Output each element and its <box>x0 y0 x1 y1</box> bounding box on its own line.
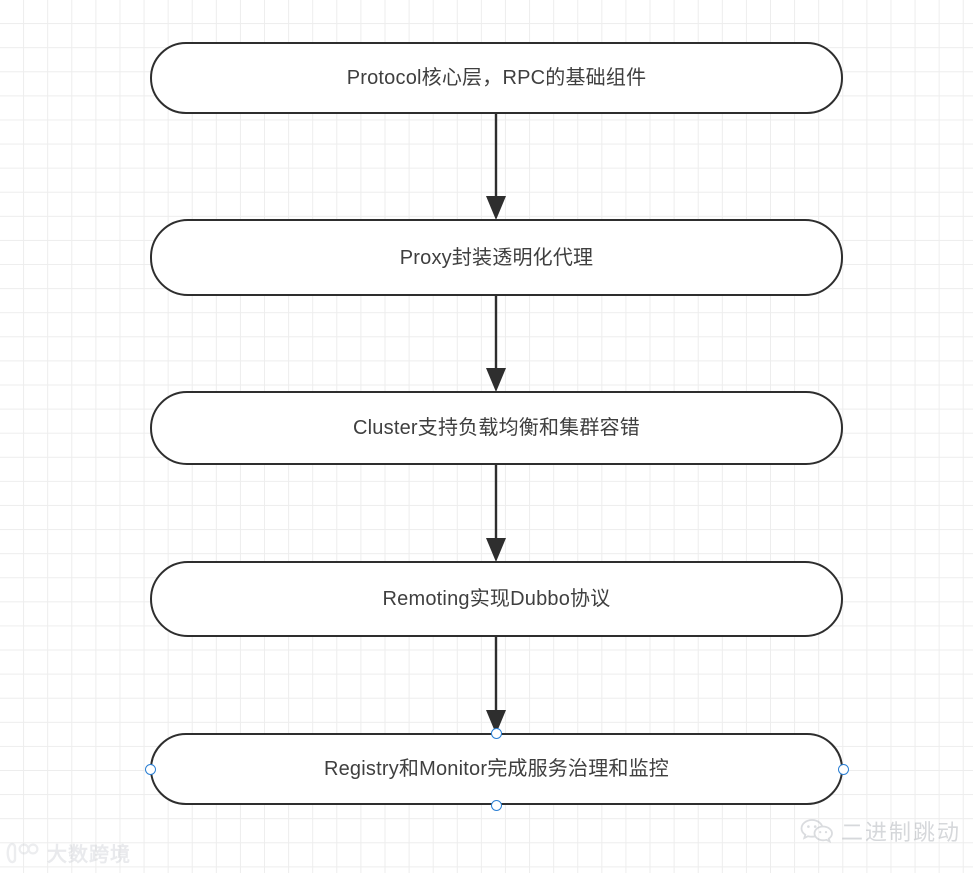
edge-remoting-registry[interactable] <box>486 637 506 734</box>
flow-node-proxy[interactable]: Proxy封装透明化代理 <box>150 219 843 296</box>
edge-cluster-remoting[interactable] <box>486 465 506 562</box>
dashu-logo-icon <box>6 842 39 863</box>
watermark-bottom-left: 大数跨境 <box>6 838 131 867</box>
flow-node-label: Proxy封装透明化代理 <box>399 246 594 269</box>
watermark-bottom-left-text: 大数跨境 <box>47 844 131 866</box>
flow-node-cluster[interactable]: Cluster支持负载均衡和集群容错 <box>150 391 843 465</box>
selection-handle-right[interactable] <box>837 763 849 775</box>
flow-node-registry[interactable]: Registry和Monitor完成服务治理和监控 <box>150 733 843 805</box>
wechat-icon <box>800 819 833 843</box>
flow-node-remoting[interactable]: Remoting实现Dubbo协议 <box>150 561 843 637</box>
flow-node-label: Registry和Monitor完成服务治理和监控 <box>323 758 670 780</box>
flow-node-label: Protocol核心层，RPC的基础组件 <box>346 67 647 89</box>
selection-handle-top[interactable] <box>490 727 502 739</box>
watermark-bottom-right-text: 二进制跳动 <box>840 820 961 845</box>
edge-protocol-proxy[interactable] <box>486 114 506 220</box>
selection-handle-bottom[interactable] <box>490 799 502 811</box>
edge-proxy-cluster[interactable] <box>486 296 506 392</box>
selection-handle-left[interactable] <box>144 763 156 775</box>
flow-node-label: Cluster支持负载均衡和集群容错 <box>353 417 640 439</box>
watermark-bottom-right: 二进制跳动 <box>800 815 961 847</box>
flow-node-protocol[interactable]: Protocol核心层，RPC的基础组件 <box>150 42 843 114</box>
flow-node-label: Remoting实现Dubbo协议 <box>382 588 611 610</box>
